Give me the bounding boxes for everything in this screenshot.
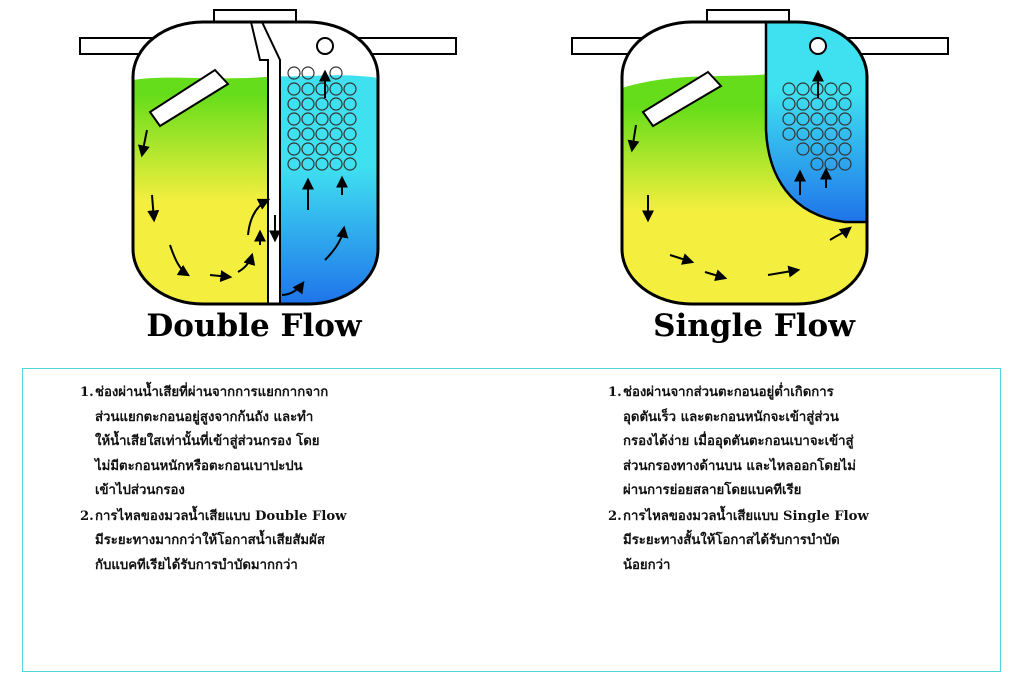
double-inlet-chute xyxy=(148,68,230,128)
item-text: การไหลของมวลน้ำเสียแบบ Double Flow มีระย… xyxy=(95,508,347,573)
double-filter-media xyxy=(287,66,357,171)
description-box xyxy=(22,368,1001,672)
list-item: 2. การไหลของมวลน้ำเสียแบบ Single Flow มี… xyxy=(608,505,938,579)
double-tank-outline xyxy=(131,20,380,306)
single-outlet-float xyxy=(809,37,827,55)
double-filter-liquid xyxy=(278,75,378,304)
single-flow-description: 1. ช่องผ่านจากส่วนตะกอนอยู่ต่ำเกิดการ อุ… xyxy=(608,381,938,579)
item-text: ช่องผ่านจากส่วนตะกอนอยู่ต่ำเกิดการ อุดตั… xyxy=(623,385,856,498)
list-item: 2. การไหลของมวลน้ำเสียแบบ Double Flow มี… xyxy=(80,505,410,579)
double-flow-title: Double Flow xyxy=(146,308,362,344)
double-sludge-liquid xyxy=(133,76,276,304)
list-item: 1. ช่องผ่านน้ำเสียที่ผ่านจากการแยกกากจาก… xyxy=(80,381,410,504)
single-filter-media xyxy=(782,82,852,171)
double-flow-tank xyxy=(79,9,457,306)
tank-diagrams xyxy=(79,9,949,306)
item-number: 2. xyxy=(80,508,94,524)
single-tank-outline xyxy=(620,20,869,306)
single-flow-title: Single Flow xyxy=(653,308,855,344)
double-flow-description: 1. ช่องผ่านน้ำเสียที่ผ่านจากการแยกกากจาก… xyxy=(80,381,410,579)
item-number: 2. xyxy=(608,508,622,524)
item-number: 1. xyxy=(80,385,94,400)
single-flow-tank xyxy=(571,9,949,306)
single-inlet-chute xyxy=(641,70,723,128)
single-flow-arrows xyxy=(627,69,852,281)
single-filter-liquid xyxy=(766,22,867,222)
double-flow-arrows xyxy=(137,69,349,296)
item-number: 1. xyxy=(608,385,622,400)
item-text: ช่องผ่านน้ำเสียที่ผ่านจากการแยกกากจาก ส่… xyxy=(95,385,329,498)
double-outlet-float xyxy=(316,37,334,55)
item-text: การไหลของมวลน้ำเสียแบบ Single Flow มีระย… xyxy=(623,508,869,573)
list-item: 1. ช่องผ่านจากส่วนตะกอนอยู่ต่ำเกิดการ อุ… xyxy=(608,381,938,504)
